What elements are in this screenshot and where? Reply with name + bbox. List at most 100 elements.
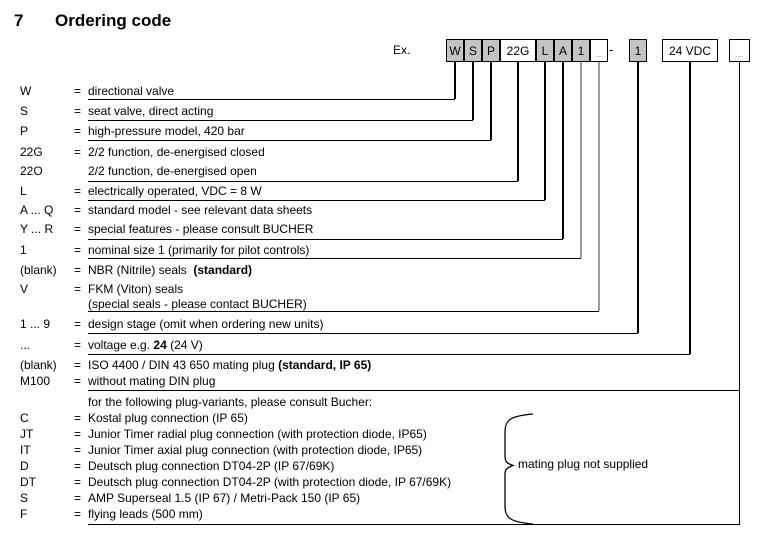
underline [88,258,581,260]
description-text: Kostal plug connection (IP 65) [88,411,248,425]
equals-sign: = [74,124,82,138]
description-text: NBR (Nitrile) seals [88,263,194,277]
description-text: (special seals - please contact BUCHER) [88,297,307,311]
code-label: A ... Q [20,203,54,217]
plug-variants-note: for the following plug-variants, please … [88,395,373,409]
description-text: AMP Superseal 1.5 (IP 67) / Metri-Pack 1… [88,491,361,505]
code-box-p: P [482,39,500,62]
code-separator-dash: - [609,42,614,57]
connector-line [562,62,564,239]
description: high-pressure model, 420 bar [88,125,245,138]
underline [88,524,740,526]
underline [88,120,473,122]
connector-line [738,62,741,524]
connector-line [472,62,474,120]
code-label: 1 [20,243,27,257]
description-text: high-pressure model, 420 bar [88,124,245,138]
code-label: D [20,459,29,473]
description-text: Deutsch plug connection DT04-2P (IP 67/6… [88,459,335,473]
code-label: S [20,104,29,118]
equals-sign: = [74,243,82,257]
equals-sign: = [74,358,82,372]
description: 2/2 function, de-energised closed [88,146,265,159]
equals-sign: = [74,203,82,217]
equals-sign: = [74,184,82,198]
description-text: standard model - see relevant data sheet… [88,203,313,217]
underline [88,200,545,202]
description: Junior Timer radial plug connection (wit… [88,428,427,441]
code-box-a: A [554,39,572,62]
code-label: 22O [20,164,43,178]
equals-sign: = [74,427,82,441]
code-box-v24: 24 VDC [662,39,718,62]
description: NBR (Nitrile) seals (standard) [88,264,252,277]
code-box-l: L [536,39,554,62]
code-label: S [20,491,29,505]
underline [88,390,740,392]
connector-line [454,62,456,99]
connector-line [544,62,546,200]
description-bold-text: (standard) [193,263,253,277]
description-text: Junior Timer axial plug connection (with… [88,443,423,457]
code-label: Y ... R [20,222,54,236]
description: FKM (Viton) seals [88,283,183,296]
underline [88,181,518,183]
description-text: 2/2 function, de-energised closed [88,145,265,159]
description-text: Junior Timer radial plug connection (wit… [88,427,427,441]
connector-line [598,62,600,311]
underline [88,354,690,356]
equals-sign: = [74,374,82,388]
equals-sign: = [74,222,82,236]
description: standard model - see relevant data sheet… [88,204,312,217]
description: AMP Superseal 1.5 (IP 67) / Metri-Pack 1… [88,492,360,505]
description-text: ISO 4400 / DIN 43 650 mating plug [88,358,279,372]
code-label: P [20,124,29,138]
description-text: directional valve [88,84,175,98]
underline [88,99,455,101]
code-label: W [20,84,32,98]
code-label: (blank) [20,358,57,372]
equals-sign: = [74,263,82,277]
code-box-s: S [464,39,482,62]
description: 2/2 function, de-energised open [88,165,257,178]
description: ISO 4400 / DIN 43 650 mating plug (stand… [88,359,371,372]
description: without mating DIN plug [88,375,215,388]
underline [88,140,491,142]
connector-line [490,62,492,140]
description: electrically operated, VDC = 8 W [88,185,262,198]
description-bold-text: 24 [153,338,167,352]
description: voltage e.g. 24 (24 V) [88,339,203,352]
brace-label: mating plug not supplied [518,457,649,471]
code-label: DT [20,475,36,489]
code-label: V [20,282,29,296]
description: Kostal plug connection (IP 65) [88,412,248,425]
code-label: L [20,184,27,198]
code-box-w: W [446,39,464,62]
connector-line [689,62,691,354]
equals-sign: = [74,282,82,296]
description-text: special features - please consult BUCHER [88,222,314,236]
equals-sign: = [74,338,82,352]
code-label: F [20,507,28,521]
underline [88,311,599,313]
description-text: electrically operated, VDC = 8 W [88,184,262,198]
description: design stage (omit when ordering new uni… [88,318,323,331]
code-box-b2: _ [729,39,750,62]
description: seat valve, direct acting [88,105,213,118]
equals-sign: = [74,317,82,331]
description: nominal size 1 (primarily for pilot cont… [88,244,309,257]
code-box-g22: 22G [500,39,536,62]
example-label: Ex. [393,43,411,57]
underline [88,333,638,335]
equals-sign: = [74,475,82,489]
equals-sign: = [74,507,82,521]
mating-plug-brace [504,413,534,525]
code-label: C [20,411,29,425]
description-text: 2/2 function, de-energised open [88,164,257,178]
code-box-n1: 1 [572,39,590,62]
equals-sign: = [74,145,82,159]
description-bold-text: (standard, IP 65) [278,358,372,372]
code-label: (blank) [20,263,57,277]
page-title: Ordering code [55,11,172,30]
